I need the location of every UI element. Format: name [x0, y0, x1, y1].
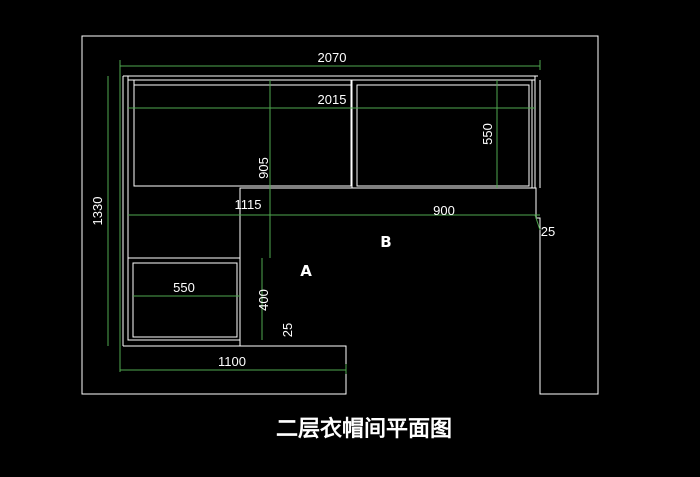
dim-lower-cabinet-depth: 400 — [256, 289, 271, 311]
upper-right-cabinet — [351, 79, 533, 189]
upper-left-cabinet — [133, 79, 352, 187]
dim-cabinet-depth: 550 — [480, 123, 495, 145]
dim-left-span: 1115 — [235, 197, 262, 212]
dim-lower-gap: 25 — [280, 323, 295, 337]
dim-inner-width: 2015 — [318, 92, 347, 107]
lower-left-cabinet-inner — [132, 262, 238, 338]
dim-line-gap — [534, 214, 541, 231]
dim-left-upper-depth: 905 — [256, 157, 271, 179]
upper-right-cabinet-inner — [356, 84, 530, 187]
outer-wall-outline — [81, 35, 599, 395]
zone-label-b: B — [380, 233, 391, 251]
lower-left-cabinet — [127, 257, 241, 341]
dim-lower-cabinet-width: 550 — [173, 280, 195, 295]
dim-overall-depth: 1330 — [90, 197, 105, 226]
dim-overall-width: 2070 — [318, 50, 347, 65]
drawing-title: 二层衣帽间平面图 — [276, 416, 452, 442]
dim-right-span: 900 — [433, 203, 455, 218]
dim-gap: 25 — [541, 224, 555, 239]
zone-label-a: A — [300, 262, 312, 280]
dim-bottom-width: 1100 — [218, 354, 246, 369]
